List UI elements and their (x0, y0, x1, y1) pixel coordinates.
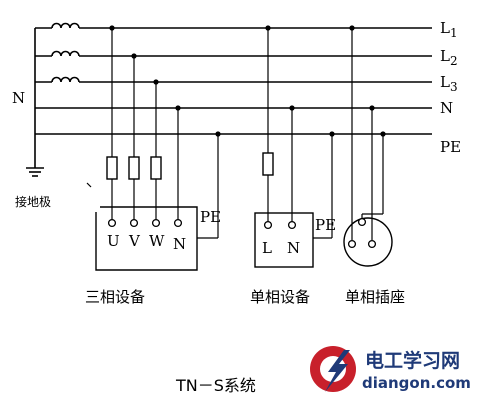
junction-dots (109, 25, 386, 137)
terminal-n-three-phase: N (173, 235, 186, 253)
label-n: N (440, 99, 453, 117)
terminal-u: U (107, 232, 120, 250)
single-phase-device (254, 28, 333, 268)
three-phase-device (86, 28, 219, 271)
watermark: 电工学习网 diangon.com (310, 346, 471, 392)
label-pe: PE (440, 138, 461, 156)
socket-icon (343, 28, 393, 267)
three-phase-device-name: 三相设备 (85, 288, 145, 306)
label-l1: L1 (440, 19, 458, 40)
watermark-en-text: diangon.com (362, 374, 471, 392)
three-phase-pe-label: PE (200, 208, 221, 226)
label-l2: L2 (440, 47, 458, 68)
single-phase-device-name: 单相设备 (250, 288, 310, 306)
terminal-w: W (149, 232, 165, 250)
terminal-v: V (128, 232, 141, 250)
terminal-n-single-phase: N (287, 239, 300, 257)
watermark-logo-icon (310, 346, 356, 392)
diagram-caption: TN－S系统 (175, 376, 256, 395)
single-phase-pe-label: PE (315, 216, 336, 234)
source-neutral-label: N (12, 89, 25, 107)
label-l3: L3 (440, 73, 458, 94)
ground-electrode-label: 接地极 (15, 194, 51, 209)
socket-name: 单相插座 (345, 288, 405, 306)
terminal-l: L (262, 239, 272, 257)
transformer-windings (34, 22, 80, 160)
ground-electrode-icon (26, 160, 44, 177)
watermark-cn-text: 电工学习网 (365, 349, 460, 372)
